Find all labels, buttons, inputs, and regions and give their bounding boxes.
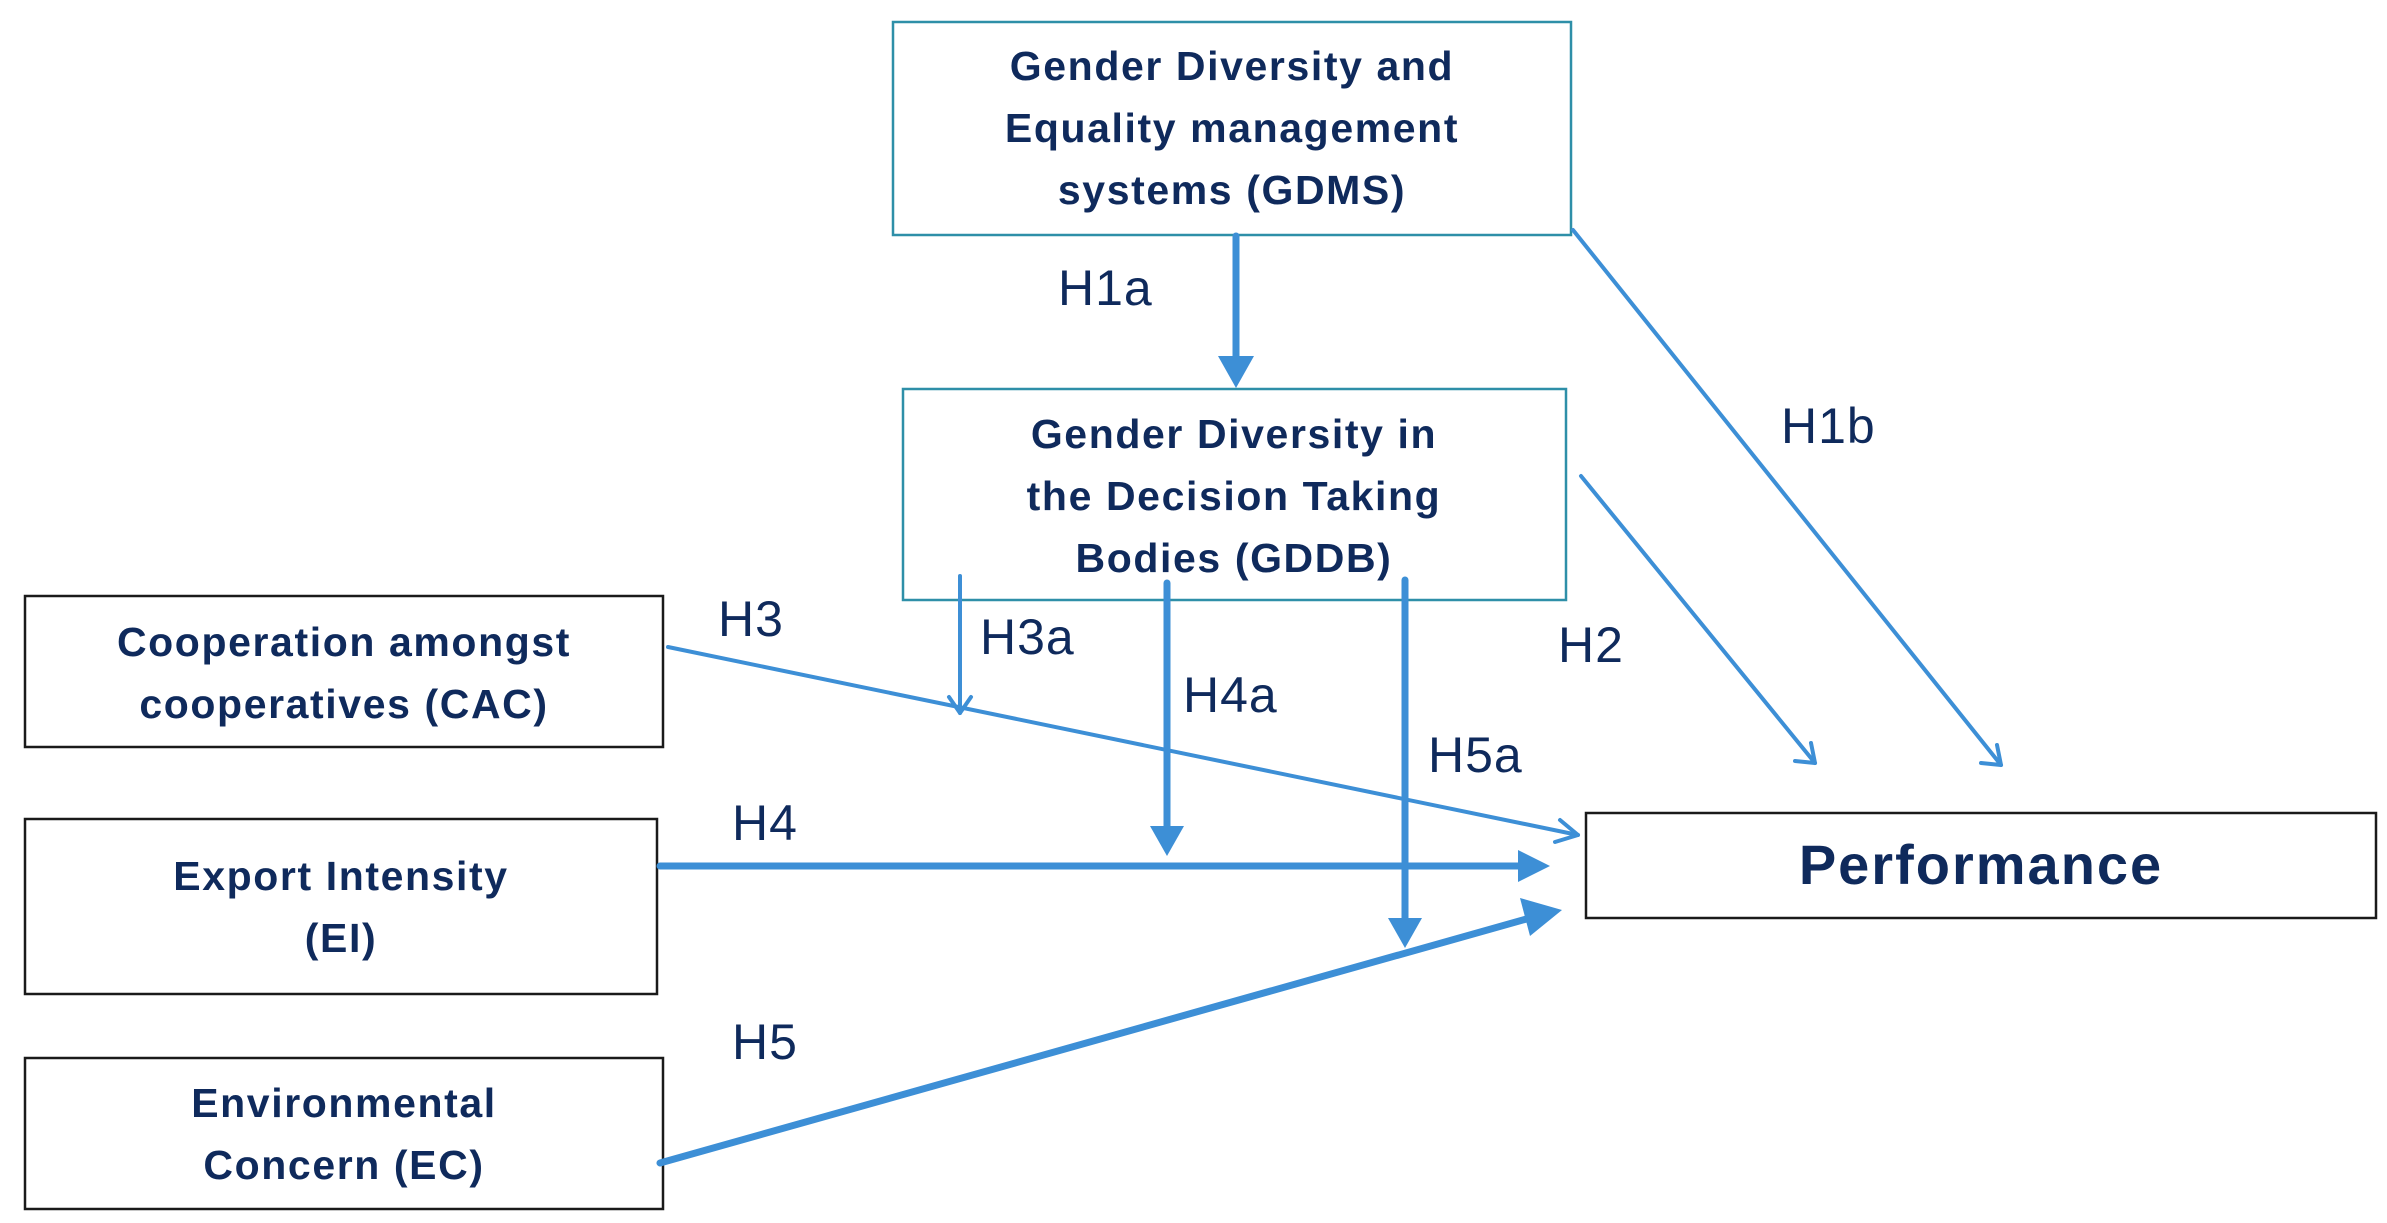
gddb-label-line-1: Gender Diversity in [1031, 411, 1437, 457]
cac-box: Cooperation amongst cooperatives (CAC) [23, 594, 665, 749]
performance-box-frame [1584, 811, 2378, 920]
h3-arrow-line [666, 645, 1580, 837]
h2-arrowhead [1793, 741, 1817, 765]
h1b-arrow [1571, 228, 2003, 767]
gddb-label-line-2: the Decision Taking [1027, 473, 1442, 519]
h3-arrow [666, 645, 1580, 844]
gdms-label-line-3: systems (GDMS) [1058, 167, 1406, 213]
ec-label-line-1: Environmental [191, 1080, 497, 1126]
h1a-arrowhead [1218, 356, 1254, 388]
h4a-arrowhead [1150, 826, 1184, 856]
h1b-arrow-line [1571, 228, 2003, 767]
h5a-arrow [1388, 576, 1422, 948]
gddb-label-line-3: Bodies (GDDB) [1076, 535, 1393, 581]
ec-box: Environmental Concern (EC) [23, 1056, 665, 1211]
h5-arrow-line [656, 914, 1534, 1167]
h1a-arrow [1218, 232, 1254, 388]
ec-label-line-2: Concern (EC) [203, 1142, 484, 1188]
h5-arrowhead [1520, 898, 1562, 936]
h5a-arrowhead [1388, 918, 1422, 948]
gddb-box: Gender Diversity in the Decision Taking … [901, 387, 1568, 602]
h4a-arrow [1150, 579, 1184, 856]
ei-box: Export Intensity (EI) [23, 817, 659, 996]
gdms-label-line-2: Equality management [1005, 105, 1459, 151]
h5-label: H5 [732, 1014, 798, 1070]
cac-label-line-2: cooperatives (CAC) [139, 681, 548, 727]
gdms-label-line-1: Gender Diversity and [1010, 43, 1454, 89]
ei-label-line-1: Export Intensity [173, 853, 508, 899]
h4-arrowhead [1518, 850, 1550, 882]
h2-arrow-line [1579, 474, 1817, 765]
h3-label: H3 [718, 591, 784, 647]
gddb-box-frame [901, 387, 1568, 602]
cac-label-line-1: Cooperation amongst [117, 619, 571, 665]
h4a-label: H4a [1183, 667, 1278, 723]
h3a-label: H3a [980, 609, 1075, 665]
h1a-label: H1a [1058, 260, 1153, 316]
ei-box-frame [23, 817, 659, 996]
cac-box-frame [23, 594, 665, 749]
ec-box-frame [23, 1056, 665, 1211]
h4-label: H4 [732, 795, 798, 851]
ei-label-line-2: (EI) [305, 915, 377, 961]
h3a-arrow [947, 574, 973, 715]
performance-label: Performance [1799, 833, 2163, 896]
h2-label: H2 [1558, 617, 1624, 673]
h1b-arrowhead [1979, 743, 2003, 767]
performance-box: Performance [1584, 811, 2378, 920]
h4-arrow [656, 850, 1550, 882]
h2-arrow [1579, 474, 1817, 765]
h5a-label: H5a [1428, 727, 1523, 783]
gdms-box-frame [891, 20, 1573, 237]
gdms-box: Gender Diversity and Equality management… [891, 20, 1573, 237]
h3-arrowhead [1553, 818, 1580, 844]
h1b-label: H1b [1781, 398, 1876, 454]
h3a-arrowhead [947, 695, 973, 715]
h5-arrow [656, 898, 1562, 1167]
